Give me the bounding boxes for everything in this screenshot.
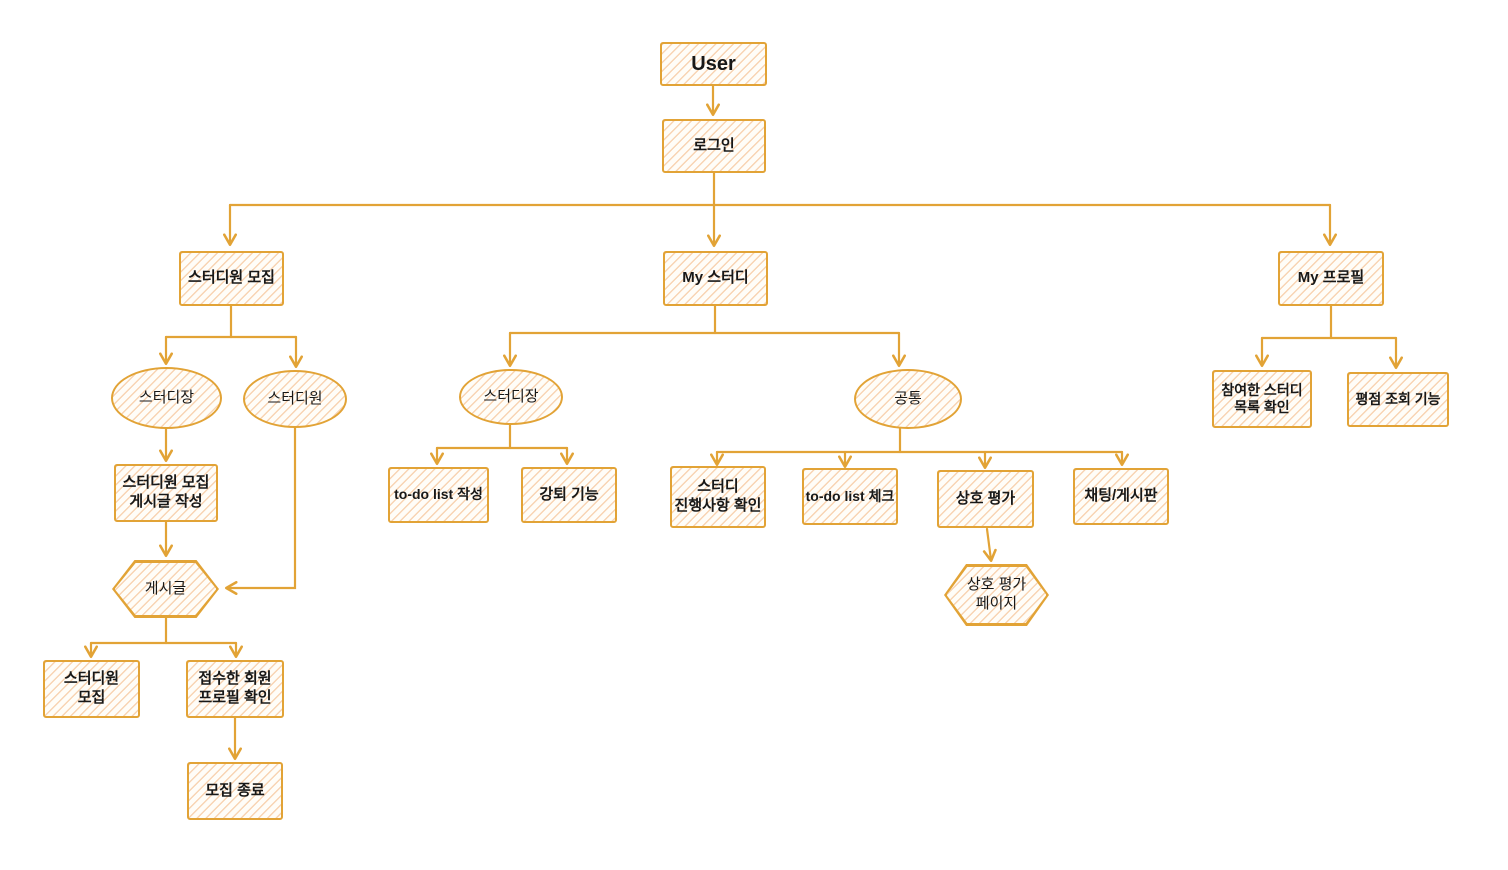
node-kick[interactable]: 강퇴 기능 <box>521 467 617 523</box>
node-login[interactable]: 로그인 <box>662 119 766 173</box>
node-recruit-label: 스터디원 모집 <box>188 269 275 287</box>
node-progress-label: 스터디 진행사항 확인 <box>674 478 762 514</box>
node-post[interactable]: 게시글 <box>112 560 219 618</box>
node-write-post-label: 스터디원 모집 게시글 작성 <box>122 474 210 510</box>
node-my-profile-label: My 프로필 <box>1297 269 1365 287</box>
node-todo-write-label: to-do list 작성 <box>394 486 483 503</box>
node-leader-study[interactable]: 스터디장 <box>459 369 563 425</box>
node-end-recruit[interactable]: 모집 종료 <box>187 762 283 820</box>
node-eval-page-label: 상호 평가 페이지 <box>966 576 1027 612</box>
node-joined-list-label: 참여한 스터디 목록 확인 <box>1221 381 1303 416</box>
node-kick-label: 강퇴 기능 <box>539 485 599 503</box>
node-end-recruit-label: 모집 종료 <box>205 781 265 799</box>
node-rating-check[interactable]: 평점 조회 기능 <box>1347 372 1449 427</box>
node-post-label: 게시글 <box>144 579 187 597</box>
node-recruit-members[interactable]: 스터디원 모집 <box>43 660 140 718</box>
node-chat-board-label: 채팅/게시판 <box>1084 487 1158 505</box>
node-recruit[interactable]: 스터디원 모집 <box>179 251 284 306</box>
node-recruit-members-label: 스터디원 모집 <box>63 670 120 706</box>
node-leader-study-label: 스터디장 <box>483 387 539 405</box>
node-write-post[interactable]: 스터디원 모집 게시글 작성 <box>114 464 218 522</box>
node-user-label: User <box>691 52 736 75</box>
node-leader-recruit-label: 스터디장 <box>138 388 195 406</box>
node-eval-page[interactable]: 상호 평가 페이지 <box>944 564 1049 626</box>
node-todo-write[interactable]: to-do list 작성 <box>388 467 489 523</box>
node-common[interactable]: 공통 <box>854 369 962 429</box>
node-my-profile[interactable]: My 프로필 <box>1278 251 1384 306</box>
node-login-label: 로그인 <box>693 136 735 154</box>
node-member-label: 스터디원 <box>267 389 323 407</box>
node-progress[interactable]: 스터디 진행사항 확인 <box>670 466 766 528</box>
node-mutual-eval[interactable]: 상호 평가 <box>937 470 1034 528</box>
node-rating-check-label: 평점 조회 기능 <box>1355 390 1441 407</box>
node-common-label: 공통 <box>894 389 922 407</box>
node-check-profiles[interactable]: 접수한 회원 프로필 확인 <box>186 660 284 718</box>
node-mutual-eval-label: 상호 평가 <box>955 489 1016 507</box>
node-todo-check[interactable]: to-do list 체크 <box>802 468 898 525</box>
node-my-study-label: My 스터디 <box>682 269 749 287</box>
node-my-study[interactable]: My 스터디 <box>663 251 768 306</box>
node-leader-recruit[interactable]: 스터디장 <box>111 367 222 429</box>
node-joined-list[interactable]: 참여한 스터디 목록 확인 <box>1212 370 1312 428</box>
node-member[interactable]: 스터디원 <box>243 370 347 428</box>
node-user[interactable]: User <box>660 42 767 86</box>
node-todo-check-label: to-do list 체크 <box>805 487 895 504</box>
node-chat-board[interactable]: 채팅/게시판 <box>1073 468 1169 525</box>
node-check-profiles-label: 접수한 회원 프로필 확인 <box>198 670 272 706</box>
